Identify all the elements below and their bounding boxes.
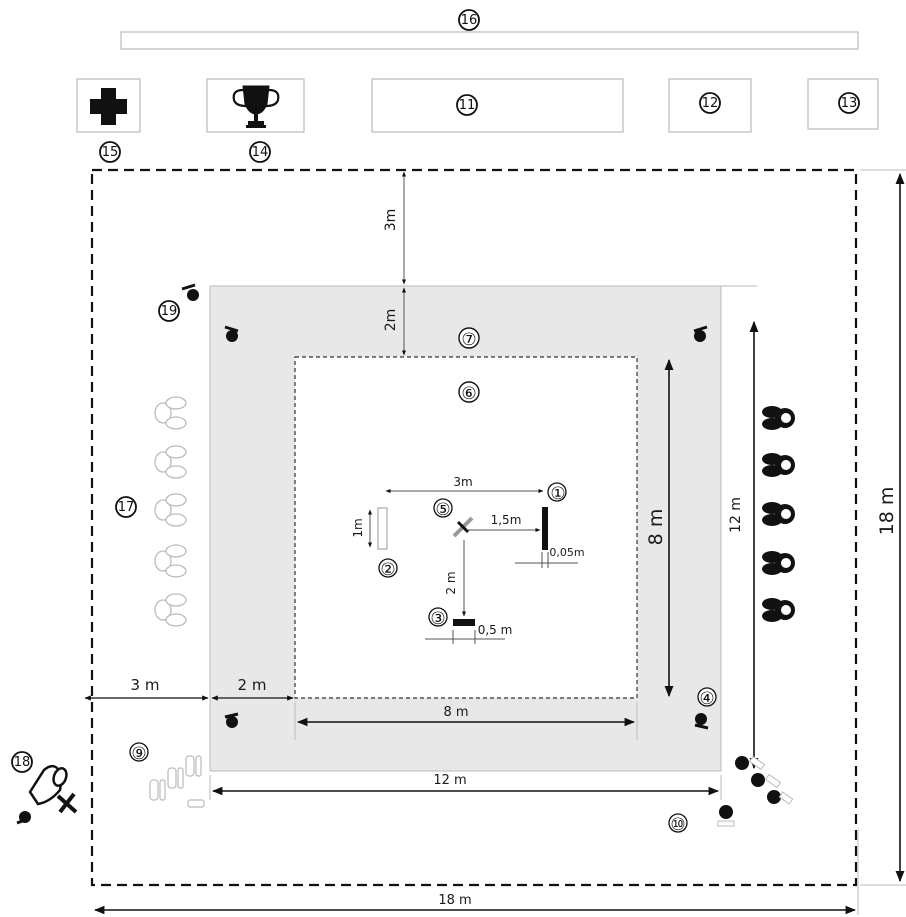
competition-area [294,356,638,699]
marker-17: 17 [118,500,135,515]
waiting-athletes [154,396,187,627]
marker-19: 19 [161,304,178,319]
judge-icon [693,325,708,342]
marker-15: 15 [102,145,119,160]
dim-pos-1-5m: 1,5m [491,513,522,527]
marker-18: 18 [14,755,31,770]
marker-14: 14 [252,145,269,160]
marker-9: ⑨ [131,744,146,764]
judge-icon [224,325,239,342]
dim-pos-0-05m: 0,05m [549,546,584,559]
marker-16: 16 [461,13,478,28]
marker-4: ④ [699,689,714,709]
camera-icon [16,764,78,825]
dim-outer-width: 18 m [438,893,471,908]
dim-pos-3m: 3m [453,475,472,489]
officials-10 [717,755,794,827]
trophy-icon [232,85,280,128]
marker-1: ① [550,484,565,504]
marker-7: ⑦ [461,330,476,350]
marker-11: 11 [459,98,476,113]
dim-left-band: 2 m [238,676,267,694]
chair-icon [149,755,205,808]
table-13 [807,78,879,130]
marker-5: ⑤ [435,500,450,520]
dim-outer-height: 18 m [876,487,898,536]
dim-safety-band: 2m [383,309,399,332]
marker-12: 12 [702,96,719,111]
judge-panel [762,406,795,622]
marker-6: ⑥ [461,384,476,404]
position-5-start [452,516,474,538]
dim-pos-1m: 1m [351,518,365,537]
dim-left-gap: 3 m [131,676,160,694]
marker-13: 13 [841,96,858,111]
judge-icon [224,712,239,728]
dim-inner-width: 8 m [443,705,468,720]
dim-pos-2m: 2 m [444,571,458,594]
table-11 [371,78,624,133]
position-1-target [542,507,548,550]
dim-top-gap: 3m [383,209,399,232]
judge-icon [694,713,709,730]
dim-mat-width: 12 m [433,773,466,788]
dim-mat-height: 12 m [728,497,744,533]
long-table [120,31,859,50]
judge-icon [181,283,199,301]
marker-2: ② [380,560,395,580]
position-3-target [453,619,475,626]
dim-pos-0-5m: 0,5 m [478,623,513,637]
outer-boundary [90,168,858,887]
marker-3: ③ [430,609,445,629]
position-2-target [377,507,388,550]
plus-icon [90,88,127,125]
dim-inner-height: 8 m [645,509,667,546]
marker-10: ⑩ [670,815,685,835]
